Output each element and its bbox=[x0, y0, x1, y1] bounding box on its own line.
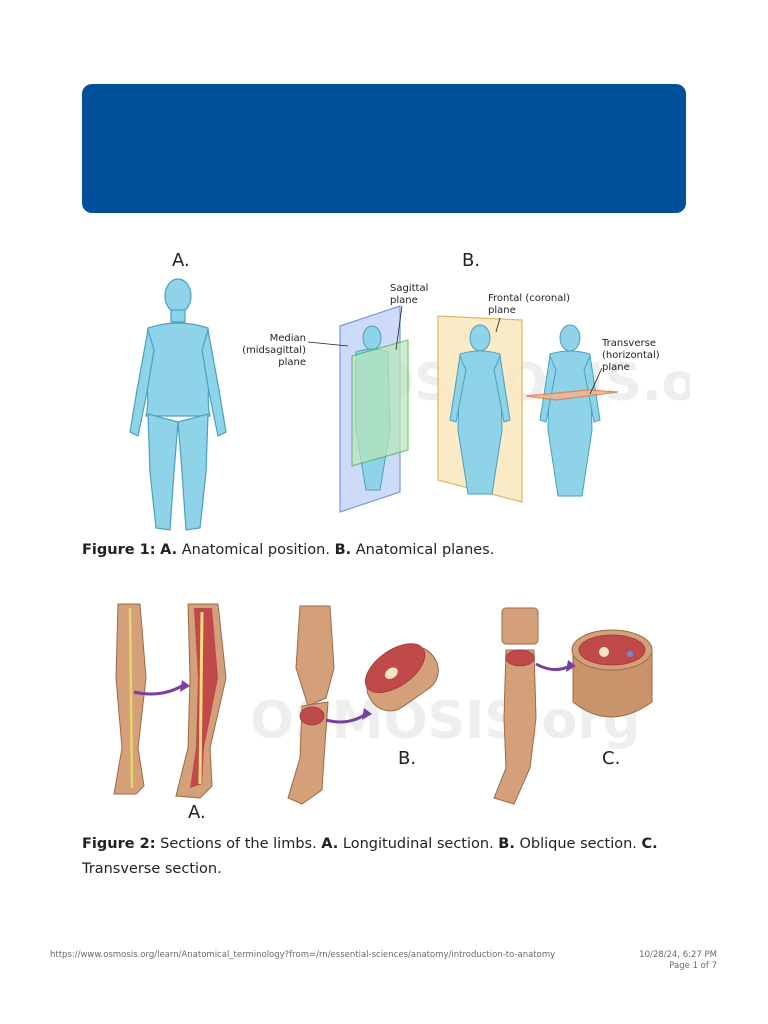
sagittal-label-1: Sagittal bbox=[390, 283, 428, 294]
caption-a-bold: A. bbox=[160, 542, 178, 558]
footer-datetime: 10/28/24, 6:27 PM bbox=[639, 950, 717, 960]
caption-c-bold: C. bbox=[641, 836, 658, 852]
caption-b-text: Oblique section. bbox=[514, 836, 642, 852]
footer-page-number: Page 1 of 7 bbox=[669, 961, 717, 971]
longitudinal-section-figure: A. bbox=[113, 603, 227, 823]
footer-url[interactable]: https://www.osmosis.org/learn/Anatomical… bbox=[50, 950, 556, 960]
oblique-section-figure: B. bbox=[287, 605, 439, 805]
fig2-label-a: A. bbox=[188, 802, 206, 823]
sagittal-plane bbox=[351, 339, 409, 467]
anatomical-position-figure bbox=[129, 278, 227, 531]
caption-intro: Sections of the limbs. bbox=[155, 836, 322, 852]
median-label-3: plane bbox=[278, 357, 306, 368]
footer-meta: 10/28/24, 6:27 PM Page 1 of 7 bbox=[639, 950, 717, 972]
transverse-plane bbox=[525, 389, 619, 401]
caption-a-text: Longitudinal section. bbox=[338, 836, 499, 852]
fig2-label-b: B. bbox=[398, 748, 416, 769]
transverse-label-3: plane bbox=[602, 362, 630, 373]
anatomical-planes-figure: Sagittal plane Frontal (coronal) plane M… bbox=[242, 283, 660, 513]
header-banner bbox=[82, 84, 686, 213]
figure-2-caption: Figure 2: Sections of the limbs. A. Long… bbox=[82, 832, 682, 882]
watermark: OSMOSIS.org bbox=[370, 353, 690, 413]
label-a: A. bbox=[172, 250, 190, 271]
caption-a-bold: A. bbox=[321, 836, 339, 852]
caption-c-text: Transverse section. bbox=[82, 861, 222, 877]
figure-1-anatomical-planes: OSMOSIS.org A. B. bbox=[129, 250, 690, 531]
caption-prefix: Figure 2: bbox=[82, 836, 156, 852]
transverse-label-2: (horizontal) bbox=[602, 350, 660, 361]
frontal-label-2: plane bbox=[488, 305, 516, 316]
caption-b-bold: B. bbox=[498, 836, 515, 852]
caption-a-text: Anatomical position. bbox=[177, 542, 335, 558]
fig2-label-c: C. bbox=[602, 748, 620, 769]
figure-1-caption: Figure 1: A. Anatomical position. B. Ana… bbox=[82, 538, 682, 563]
sagittal-label-2: plane bbox=[390, 295, 418, 306]
figure-2-limb-sections: OSMOSIS.org A. B. C. bbox=[113, 603, 653, 823]
caption-b-text: Anatomical planes. bbox=[351, 542, 495, 558]
caption-prefix: Figure 1: bbox=[82, 542, 156, 558]
label-b: B. bbox=[462, 250, 480, 271]
transverse-label-1: Transverse bbox=[601, 338, 656, 349]
median-label-2: (midsagittal) bbox=[242, 345, 306, 356]
frontal-label-1: Frontal (coronal) bbox=[488, 293, 570, 304]
median-label-1: Median bbox=[270, 333, 306, 344]
transverse-section-figure: C. bbox=[493, 607, 653, 805]
caption-b-bold: B. bbox=[334, 542, 352, 558]
